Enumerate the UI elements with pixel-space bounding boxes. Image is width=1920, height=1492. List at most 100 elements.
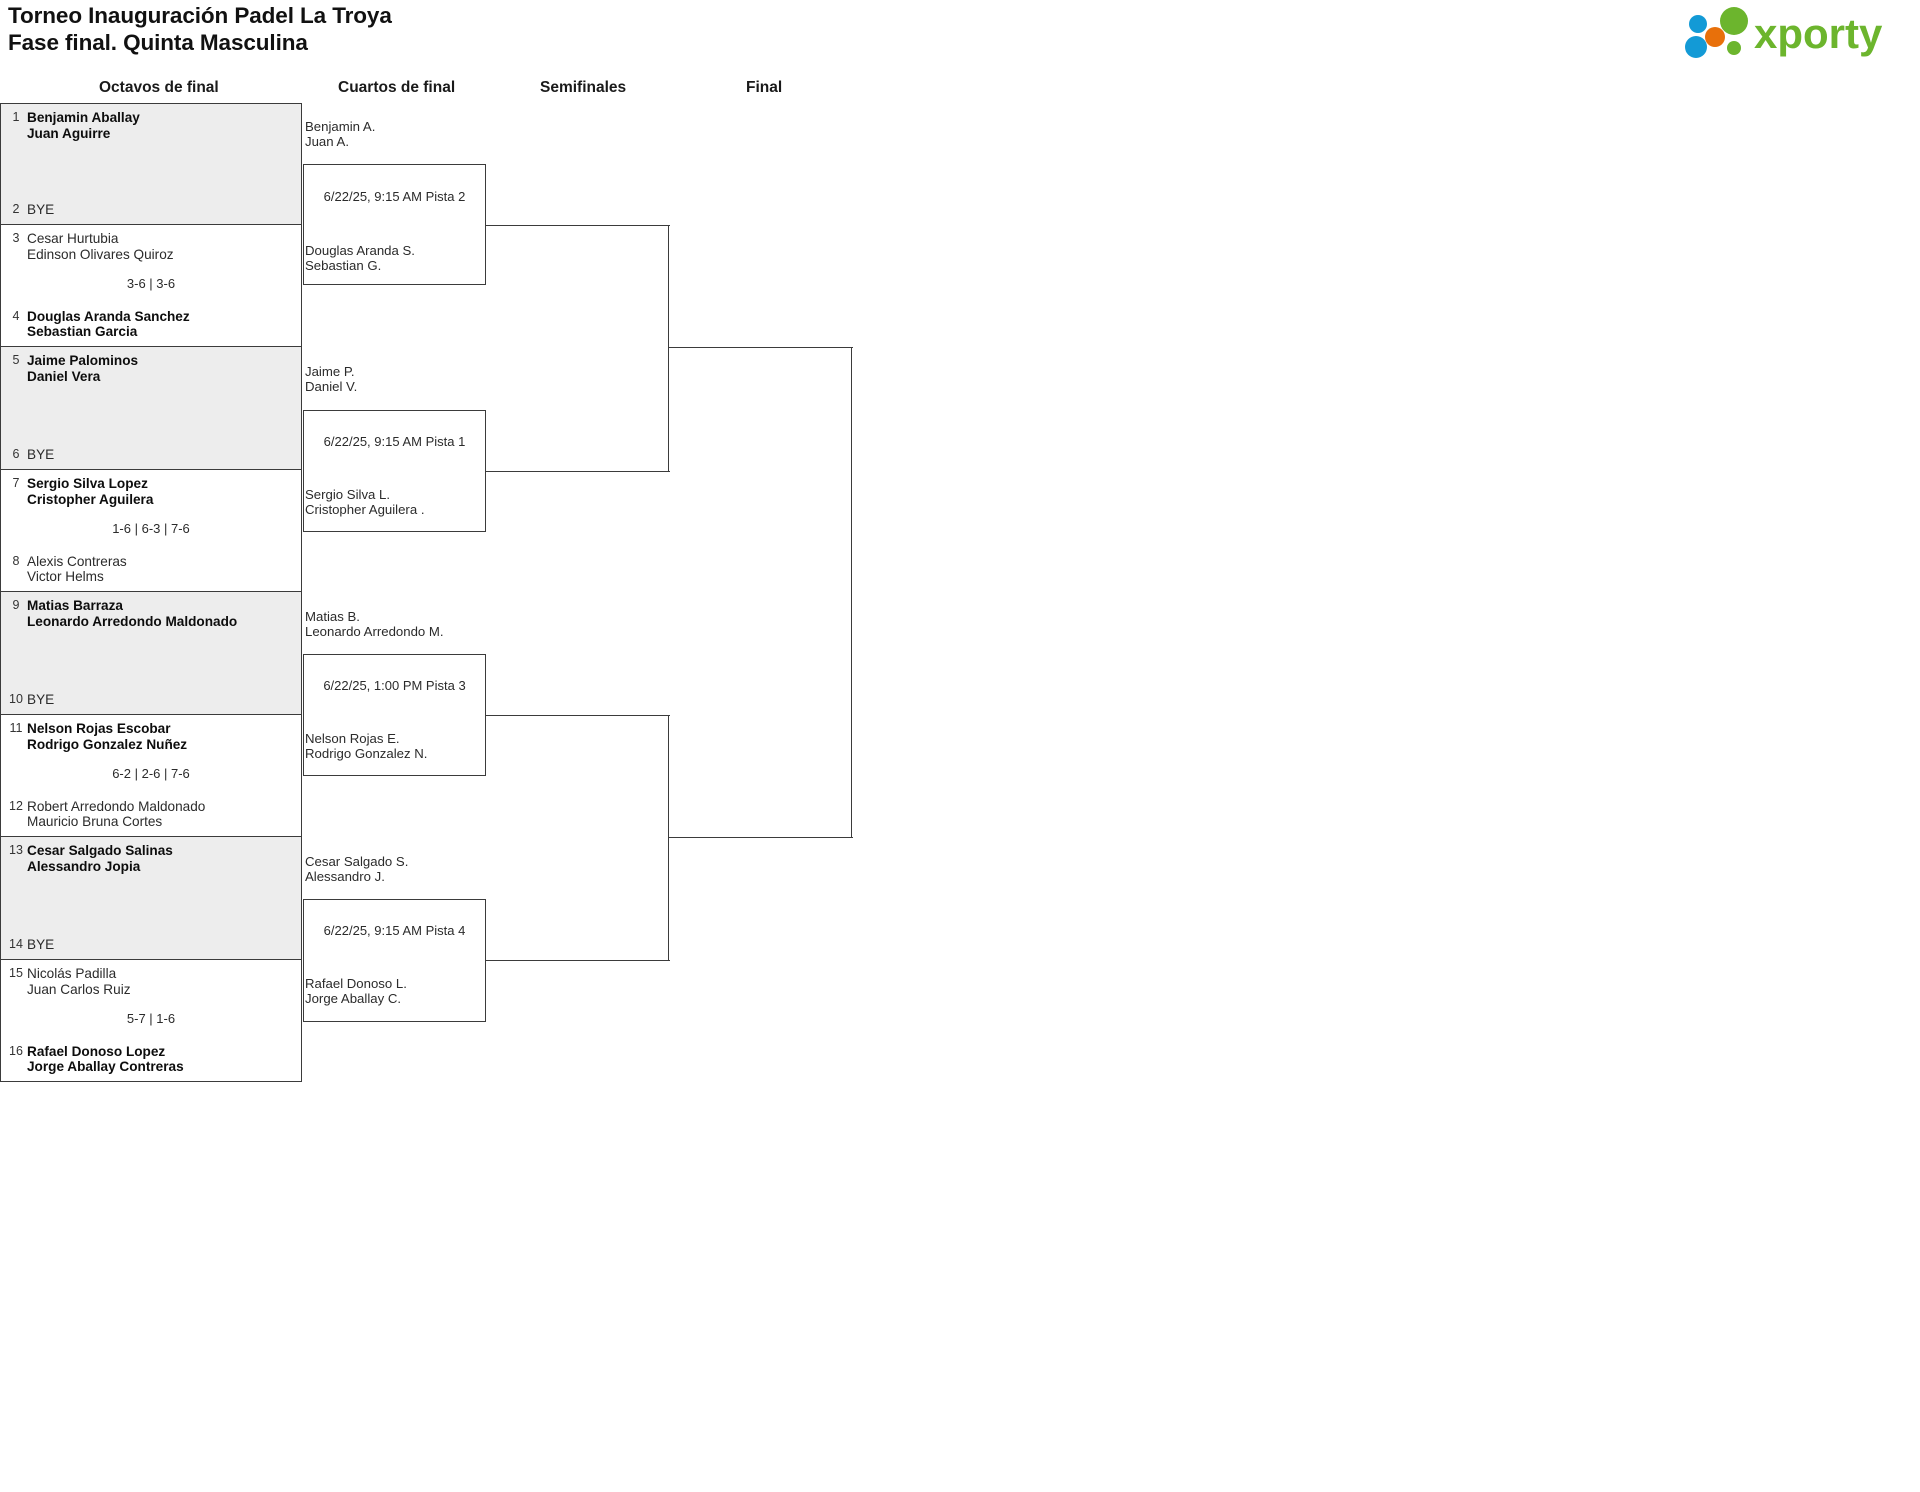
team-names: Nicolás Padilla Juan Carlos Ruiz <box>27 966 131 997</box>
bye-label: BYE <box>27 692 55 708</box>
team-names: Rafael Donoso Lopez Jorge Aballay Contre… <box>27 1043 184 1075</box>
seed-number: 11 <box>9 721 23 735</box>
team-names: Jaime Palominos Daniel Vera <box>27 353 139 384</box>
logo-dot-green-large <box>1720 7 1748 35</box>
team-names: Matias Barraza Leonardo Arredondo Maldon… <box>27 598 238 629</box>
bye-label: BYE <box>27 447 55 463</box>
qf-4-schedule: 6/22/25, 9:15 AM Pista 4 <box>323 923 466 938</box>
r1-match-6-bottom[interactable]: 12 Robert Arredondo Maldonado Mauricio B… <box>1 799 301 830</box>
qf-3-top-team: Matias B. Leonardo Arredondo M. <box>305 609 444 640</box>
seed-number: 6 <box>12 447 20 462</box>
seed-number: 12 <box>9 798 23 813</box>
page-title: Torneo Inauguración Padel La Troya Fase … <box>8 2 392 56</box>
r1-match-5[interactable]: 9 Matias Barraza Leonardo Arredondo Mald… <box>0 592 302 715</box>
r1-match-4-score: 1-6 | 6-3 | 7-6 <box>112 521 190 536</box>
qf-2-top-team: Jaime P. Daniel V. <box>305 364 358 395</box>
logo-dot-blue-top <box>1689 15 1707 33</box>
r1-match-2-bottom[interactable]: 4 Douglas Aranda Sanchez Sebastian Garci… <box>1 309 301 340</box>
logo-wordmark: xporty <box>1754 10 1883 57</box>
qf-4-box[interactable] <box>303 899 486 1022</box>
r1-match-4-bottom[interactable]: 8 Alexis Contreras Victor Helms <box>1 554 301 585</box>
qf-3-schedule: 6/22/25, 1:00 PM Pista 3 <box>323 678 466 693</box>
r1-match-5-top[interactable]: 9 Matias Barraza Leonardo Arredondo Mald… <box>1 598 301 629</box>
logo-dot-orange <box>1705 27 1725 47</box>
qf-2-box[interactable] <box>303 410 486 532</box>
final-spine <box>851 347 853 838</box>
seed-number: 4 <box>12 308 20 323</box>
xporty-logo: xporty <box>1676 7 1906 58</box>
sf-2-bottom-connector <box>486 960 670 962</box>
tournament-phase: Fase final. Quinta Masculina <box>8 30 308 55</box>
logo-dot-green-small <box>1727 41 1741 55</box>
r1-match-1[interactable]: 1 Benjamin Aballay Juan Aguirre 2 BYE <box>0 103 302 225</box>
sf-2-spine <box>668 715 670 961</box>
r1-match-3[interactable]: 5 Jaime Palominos Daniel Vera 6 BYE <box>0 347 302 470</box>
team-names: Robert Arredondo Maldonado Mauricio Brun… <box>27 798 206 830</box>
r1-match-8-bottom[interactable]: 16 Rafael Donoso Lopez Jorge Aballay Con… <box>1 1044 301 1075</box>
seed-number: 14 <box>9 937 23 952</box>
r1-match-7-bottom[interactable]: 14 BYE <box>1 937 301 953</box>
r1-match-5-bottom[interactable]: 10 BYE <box>1 692 301 708</box>
r1-match-4-top[interactable]: 7 Sergio Silva Lopez Cristopher Aguilera <box>1 476 301 507</box>
round-header-semifinales: Semifinales <box>540 79 627 96</box>
qf-4-bottom-team: Rafael Donoso L. Jorge Aballay C. <box>305 976 407 1007</box>
sf-1-bottom-connector <box>486 471 670 473</box>
final-bottom-connector <box>669 837 853 839</box>
seed-number: 9 <box>12 598 20 612</box>
r1-match-8-top[interactable]: 15 Nicolás Padilla Juan Carlos Ruiz <box>1 966 301 997</box>
round-octavos-column: 1 Benjamin Aballay Juan Aguirre 2 BYE 3 … <box>0 103 302 1082</box>
r1-match-2-top[interactable]: 3 Cesar Hurtubia Edinson Olivares Quiroz <box>1 231 301 262</box>
seed-number: 10 <box>9 692 23 707</box>
qf-1-box[interactable] <box>303 164 486 285</box>
r1-match-6-score: 6-2 | 2-6 | 7-6 <box>112 766 190 781</box>
r1-match-6-top[interactable]: 11 Nelson Rojas Escobar Rodrigo Gonzalez… <box>1 721 301 752</box>
team-names: Alexis Contreras Victor Helms <box>27 553 127 585</box>
qf-2-bottom-team: Sergio Silva L. Cristopher Aguilera . <box>305 487 425 518</box>
seed-number: 1 <box>12 110 20 124</box>
final-top-connector <box>669 347 853 349</box>
seed-number: 8 <box>12 553 20 568</box>
seed-number: 7 <box>12 476 20 490</box>
r1-match-7[interactable]: 13 Cesar Salgado Salinas Alessandro Jopi… <box>0 837 302 960</box>
qf-1-schedule: 6/22/25, 9:15 AM Pista 2 <box>323 189 466 204</box>
r1-match-2-score: 3-6 | 3-6 <box>126 276 176 291</box>
r1-match-3-bottom[interactable]: 6 BYE <box>1 447 301 463</box>
seed-number: 16 <box>9 1043 23 1058</box>
r1-match-8[interactable]: 15 Nicolás Padilla Juan Carlos Ruiz 5-7 … <box>0 960 302 1082</box>
qf-1-bottom-team: Douglas Aranda S. Sebastian G. <box>305 243 415 274</box>
round-header-cuartos: Cuartos de final <box>338 79 456 96</box>
bye-label: BYE <box>27 202 55 218</box>
r1-match-8-score: 5-7 | 1-6 <box>126 1011 176 1026</box>
r1-match-1-bottom[interactable]: 2 BYE <box>1 202 301 218</box>
seed-number: 2 <box>12 202 20 217</box>
bye-label: BYE <box>27 937 55 953</box>
logo-dot-blue-bottom <box>1685 36 1707 58</box>
qf-1-top-team: Benjamin A. Juan A. <box>305 119 376 150</box>
team-names: Nelson Rojas Escobar Rodrigo Gonzalez Nu… <box>27 721 188 752</box>
team-names: Benjamin Aballay Juan Aguirre <box>27 110 140 141</box>
r1-match-7-top[interactable]: 13 Cesar Salgado Salinas Alessandro Jopi… <box>1 843 301 874</box>
sf-1-top-connector <box>486 225 670 227</box>
round-header-final: Final <box>746 79 783 96</box>
qf-3-box[interactable] <box>303 654 486 776</box>
r1-match-2[interactable]: 3 Cesar Hurtubia Edinson Olivares Quiroz… <box>0 225 302 347</box>
team-names: Cesar Hurtubia Edinson Olivares Quiroz <box>27 231 174 262</box>
r1-match-1-top[interactable]: 1 Benjamin Aballay Juan Aguirre <box>1 110 301 141</box>
qf-4-top-team: Cesar Salgado S. Alessandro J. <box>305 854 409 885</box>
seed-number: 13 <box>9 843 23 857</box>
qf-3-bottom-team: Nelson Rojas E. Rodrigo Gonzalez N. <box>305 731 428 762</box>
r1-match-6[interactable]: 11 Nelson Rojas Escobar Rodrigo Gonzalez… <box>0 715 302 837</box>
r1-match-3-top[interactable]: 5 Jaime Palominos Daniel Vera <box>1 353 301 384</box>
team-names: Sergio Silva Lopez Cristopher Aguilera <box>27 476 154 507</box>
sf-2-top-connector <box>486 715 670 717</box>
seed-number: 3 <box>12 231 20 245</box>
team-names: Cesar Salgado Salinas Alessandro Jopia <box>27 843 173 874</box>
tournament-name: Torneo Inauguración Padel La Troya <box>8 3 392 28</box>
seed-number: 5 <box>12 353 20 367</box>
round-header-octavos: Octavos de final <box>99 79 219 96</box>
team-names: Douglas Aranda Sanchez Sebastian Garcia <box>27 308 190 340</box>
sf-1-spine <box>668 225 670 472</box>
qf-2-schedule: 6/22/25, 9:15 AM Pista 1 <box>323 434 466 449</box>
r1-match-4[interactable]: 7 Sergio Silva Lopez Cristopher Aguilera… <box>0 470 302 592</box>
